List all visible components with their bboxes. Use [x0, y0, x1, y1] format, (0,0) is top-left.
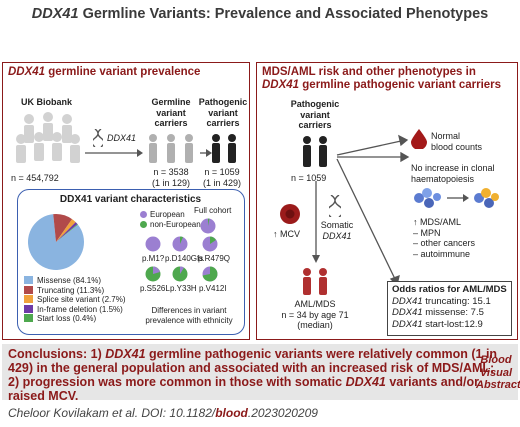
- variant-label: p.Y33H: [170, 284, 197, 293]
- mcv-label: ↑ MCV: [273, 229, 300, 239]
- dna-icon: [329, 195, 341, 217]
- characteristics-title: DDX41 variant characteristics: [59, 194, 202, 205]
- odds-row: DDX41 start-lost:12.9: [392, 318, 483, 330]
- carriers-count: n = 1059: [291, 173, 327, 183]
- right-panel-heading: MDS/AML risk and other phenotypes in DDX…: [262, 66, 502, 91]
- pie-slice: [56, 222, 78, 242]
- legend-item: European: [140, 210, 201, 220]
- legend-swatch: [24, 314, 33, 322]
- pathogenic-carriers-icon: [212, 134, 236, 163]
- citation: Cheloor Kovilakam et al. DOI: 10.1182/bl…: [8, 406, 318, 420]
- pie-slice: [56, 219, 76, 242]
- left-panel-heading: DDX41 germline variant prevalence: [8, 66, 201, 78]
- legend-item: In-frame deletion (1.5%): [24, 304, 125, 315]
- right-panel: MDS/AML risk and other phenotypes in DDX…: [256, 62, 518, 340]
- page-title: DDX41 Germline Variants: Prevalence and …: [31, 6, 489, 22]
- variant-circle: [202, 266, 218, 282]
- variant-circle: [145, 266, 161, 282]
- pathogenic-carriers-icon: [303, 136, 327, 167]
- variant-circle: [202, 236, 218, 252]
- full-cohort-label: Full cohort: [194, 206, 232, 215]
- flow-arrow-2: [200, 149, 212, 157]
- clonal-cells-icon: [414, 188, 499, 208]
- variant-label: p.R479Q: [198, 254, 231, 263]
- odds-row: DDX41 missense: 7.5: [392, 307, 484, 318]
- aml-mds-patients-icon: [303, 268, 327, 295]
- biobank-count: n = 454,792: [11, 173, 59, 183]
- legend-dot: [140, 220, 147, 228]
- gene-label: DDX41: [107, 133, 137, 143]
- blood-drop-icon: [411, 129, 427, 149]
- variant-circle: [172, 236, 188, 252]
- biobank-label: UK Biobank: [21, 97, 73, 107]
- legend-item: Missense (84.1%): [24, 276, 125, 286]
- conclusions: Conclusions: 1) DDX41 germline pathogeni…: [2, 344, 518, 403]
- variant-label: p.D140Gfs: [165, 254, 204, 263]
- legend-item: Splice site variant (2.7%): [24, 295, 125, 305]
- legend-item: Start loss (0.4%): [24, 314, 125, 324]
- legend-swatch: [24, 295, 33, 303]
- pie-slice: [53, 214, 73, 242]
- variant-label: p.M1?: [142, 254, 165, 263]
- pie-slice: [56, 224, 78, 242]
- variant-characteristics-box: DDX41 variant characteristics Missense (…: [17, 189, 245, 335]
- germline-carriers-icon: [149, 134, 193, 163]
- legend-swatch: [24, 285, 33, 294]
- progression-arrow: [312, 181, 320, 263]
- legend-swatch: [24, 304, 33, 313]
- legend-item: Truncating (11.3%): [24, 285, 125, 296]
- pie-slice: [28, 214, 84, 270]
- ethnicity-legend: European non-European: [140, 210, 201, 229]
- red-blood-cell-icon: [280, 204, 300, 224]
- flow-arrows: [336, 134, 410, 287]
- risk-list: ↑ MDS/AML – MPN – other cancers – autoim…: [413, 217, 476, 259]
- variant-label: p.V412I: [199, 284, 227, 293]
- variant-circle: [145, 236, 161, 252]
- legend-dot: [140, 211, 147, 218]
- odds-ratios-box: Odds ratios for AML/MDS DDX41 truncating…: [387, 281, 512, 336]
- variant-type-pie-chart: [28, 214, 84, 270]
- full-cohort-circle: [200, 218, 216, 234]
- odds-row: DDX41 truncating: 15.1: [392, 295, 491, 307]
- pathogenic-carriers-count: n = 1059(1 in 429): [202, 167, 242, 188]
- population-crowd-icon: [16, 112, 80, 163]
- legend-swatch: [24, 276, 33, 284]
- flow-arrow: [85, 149, 143, 157]
- left-panel: DDX41 germline variant prevalence UK Bio…: [2, 62, 250, 340]
- variant-circle: [172, 266, 188, 282]
- variant-type-legend: Missense (84.1%) Truncating (11.3%) Spli…: [24, 276, 125, 324]
- dna-icon: [93, 129, 103, 147]
- variant-label: p.S526L: [140, 284, 170, 293]
- legend-item: non-European: [140, 220, 201, 230]
- odds-title: Odds ratios for AML/MDS: [392, 284, 507, 295]
- germline-carriers-count: n = 3538(1 in 129): [151, 167, 191, 188]
